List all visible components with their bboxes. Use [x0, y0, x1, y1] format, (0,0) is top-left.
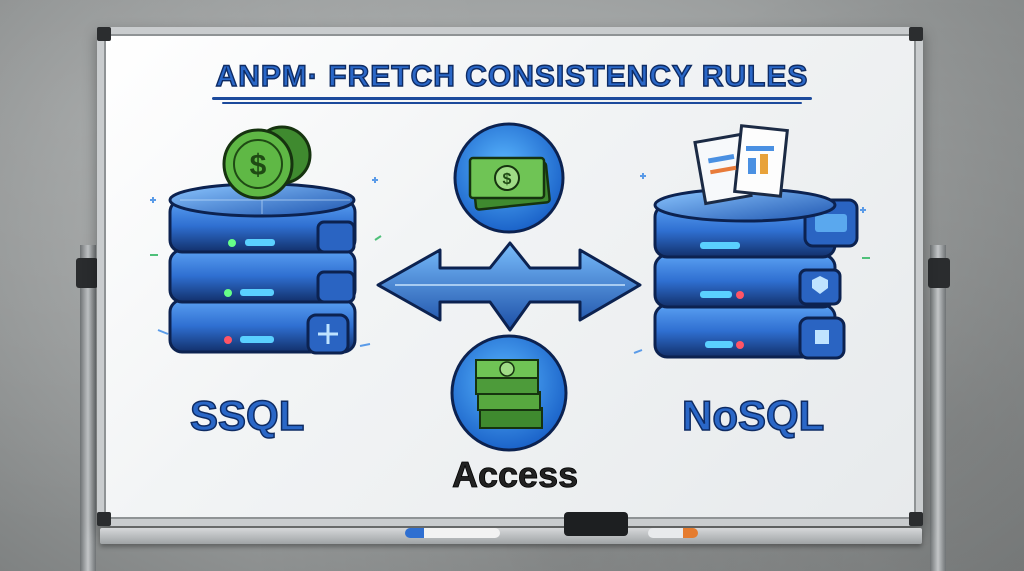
nosql-label: NoSQL: [681, 391, 825, 440]
right-stand: [930, 245, 946, 571]
board-corner: [97, 27, 111, 41]
board-corner: [97, 512, 111, 526]
svg-text:$: $: [503, 171, 512, 188]
marker-tray: [100, 528, 922, 544]
sql-database-icon: [168, 182, 357, 355]
nosql-database-icon: [653, 187, 859, 360]
sql-label: SSQL: [189, 391, 305, 440]
board-corner: [909, 512, 923, 526]
coins-icon: $: [222, 125, 312, 200]
left-stand: [80, 245, 96, 571]
sql-label-prefix: S: [189, 391, 219, 440]
marker: [648, 528, 698, 538]
title-underline: [222, 102, 802, 104]
title-underline: [212, 97, 812, 100]
left-clamp: [76, 258, 98, 288]
marker: [405, 528, 500, 538]
sparkle-marks: [150, 173, 866, 354]
documents-icon: [693, 124, 789, 206]
board-title: ANPM· FRETCH CONSISTENCY RULES: [215, 59, 809, 93]
svg-text:$: $: [250, 149, 267, 182]
sql-label-text: SQL: [217, 391, 305, 440]
bidirectional-arrow-icon: [376, 241, 642, 332]
access-label: Access: [452, 454, 579, 496]
board-corner: [909, 27, 923, 41]
cash-stack-icon: [450, 334, 568, 452]
eraser: [564, 512, 628, 536]
right-clamp: [928, 258, 950, 288]
cash-icon: $: [453, 122, 565, 234]
